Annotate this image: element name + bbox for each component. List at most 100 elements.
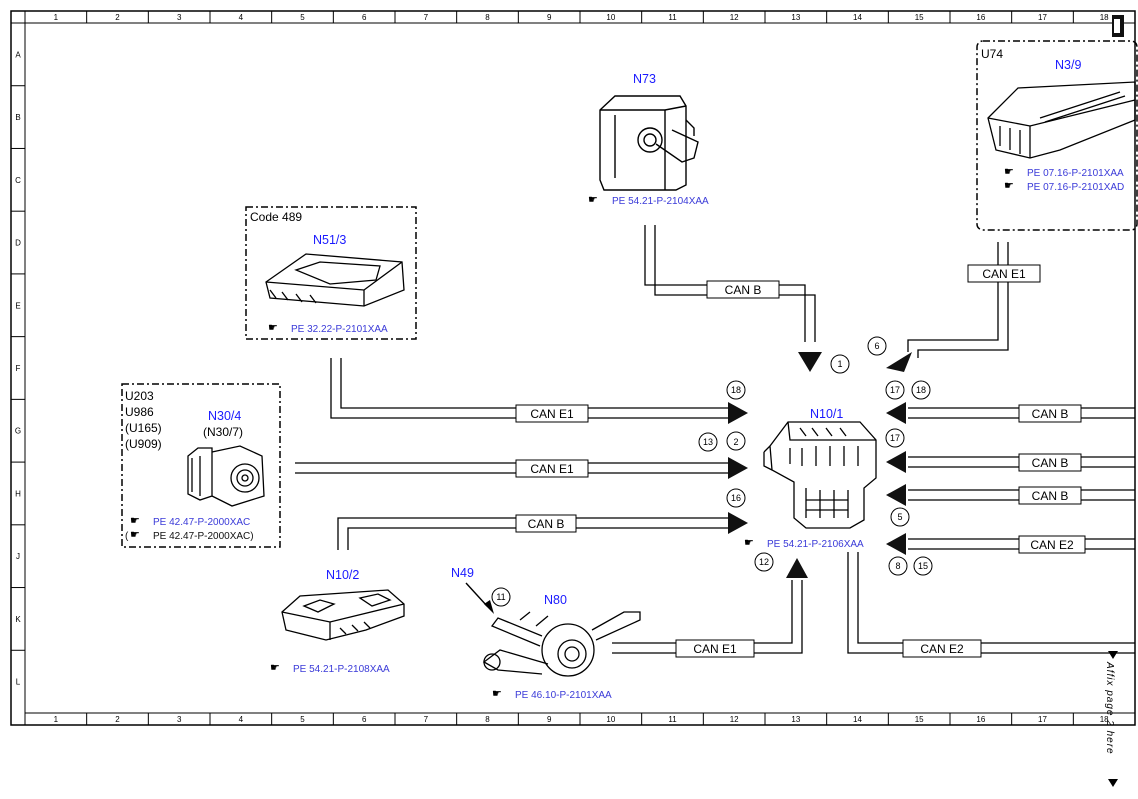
marker-16: 16 [731,493,741,503]
grid-col-label: 4 [239,13,244,22]
marker-11: 11 [496,592,505,602]
n102-ref-icon: ☛ [270,662,280,674]
arrow-can-e1-n304 [728,457,748,479]
grid-col-label: 15 [915,13,924,22]
arrow-can-e1-bottom [786,558,808,578]
n102-component-drawing [281,589,405,641]
n39-label: N3/9 [1055,58,1081,72]
n513-ref-icon: ☛ [268,322,278,334]
grid-col-label: 6 [362,13,367,22]
grid-col-label: 18 [1100,715,1109,724]
grid-row-label: K [15,615,21,624]
marker-8: 8 [895,561,900,571]
n101-component-drawing [763,421,877,529]
grid-col-label: 8 [485,715,490,724]
bus-label-can-b-r2: CAN B [1032,456,1069,470]
n304-label: N30/4 [208,409,241,423]
grid-row-label: L [16,678,21,687]
grid-row-label: J [16,552,20,561]
n304-ref2-icon: ☛ [130,529,140,541]
bus-label-can-b-n102: CAN B [528,517,565,531]
grid-col-label: 8 [485,13,490,22]
marker-17b: 17 [890,433,900,443]
n513-ref: PE 32.22-P-2101XAA [291,324,388,335]
marker-2: 2 [733,437,738,447]
marker-13: 13 [703,437,713,447]
n304-ref2-prefix: ( [125,531,129,542]
grid-col-label: 1 [54,715,59,724]
n304-code-2: U986 [125,405,154,419]
bus-label-can-e2-bottom: CAN E2 [920,642,964,656]
bus-label-can-e2-r: CAN E2 [1030,538,1074,552]
n513-component-drawing [265,253,405,307]
grid-col-label: 15 [915,715,924,724]
n101-label: N10/1 [810,407,843,421]
grid-col-label: 18 [1100,13,1109,22]
grid-col-label: 2 [115,13,120,22]
arrow-can-e2-r [886,533,906,555]
bus-arrowheads [728,352,912,578]
n39-ref1: PE 07.16-P-2101XAA [1027,168,1124,179]
n80-ref: PE 46.10-P-2101XAA [515,690,612,701]
grid-col-label: 17 [1038,715,1047,724]
grid-col-label: 11 [668,13,677,22]
bus-label-can-e1-n513: CAN E1 [530,407,574,421]
n80-component-drawing [482,611,641,677]
n49-pointer-arrow [484,600,494,614]
marker-1: 1 [837,359,842,369]
grid-row-label: B [15,113,20,122]
n102-label: N10/2 [326,568,359,582]
bus-label-boxes [515,264,1086,658]
grid-col-label: 12 [730,13,739,22]
n304-ref1-icon: ☛ [130,515,140,527]
grid-col-label: 6 [362,715,367,724]
marker-17a: 17 [890,385,900,395]
n513-code: Code 489 [250,210,302,224]
marker-15: 15 [918,561,928,571]
grid-col-label: 16 [976,13,985,22]
n304-ref1: PE 42.47-P-2000XAC [153,517,250,528]
grid-col-label: 1 [54,13,59,22]
n39-dashed-box [976,40,1138,231]
grid-col-label: 9 [547,13,552,22]
diagram-frame [10,10,1136,726]
grid-row-label: A [15,50,21,59]
n101-ref-icon: ☛ [744,537,754,549]
bus-label-can-b-r1: CAN B [1032,407,1069,421]
grid-col-label: 16 [976,715,985,724]
grid-col-label: 5 [300,715,305,724]
n73-component-drawing [599,95,699,191]
grid-col-label: 14 [853,13,862,22]
grid-col-label: 13 [791,715,800,724]
n304-code-4: (U909) [125,437,162,451]
grid-col-label: 12 [730,715,739,724]
marker-6: 6 [874,341,879,351]
corner-tab-mark [1114,19,1120,33]
grid-row-label: G [15,427,21,436]
grid-col-label: 7 [424,715,429,724]
arrow-can-e1-n513 [728,402,748,424]
n73-ref: PE 54.21-P-2104XAA [612,196,709,207]
arrow-can-b-r2 [886,451,906,473]
grid-col-label: 14 [853,715,862,724]
arrow-can-b-n102 [728,512,748,534]
grid-col-label: 3 [177,13,182,22]
arrow-can-b-r1 [886,402,906,424]
marker-18a: 18 [731,385,741,395]
affix-arrow-top [1108,651,1118,659]
grid-row-label: F [16,364,21,373]
grid-col-label: 2 [115,715,120,724]
grid-col-label: 10 [606,13,615,22]
arrow-can-e1-right-top [886,352,912,372]
grid-row-label: H [15,489,21,498]
affix-note: Affix page 2 here [1104,661,1115,755]
affix-arrow-bottom [1108,779,1118,787]
bus-label-can-e1-bottom: CAN E1 [693,642,737,656]
grid-col-label: 9 [547,715,552,724]
marker-18b: 18 [916,385,926,395]
arrow-can-b-top [798,352,822,372]
